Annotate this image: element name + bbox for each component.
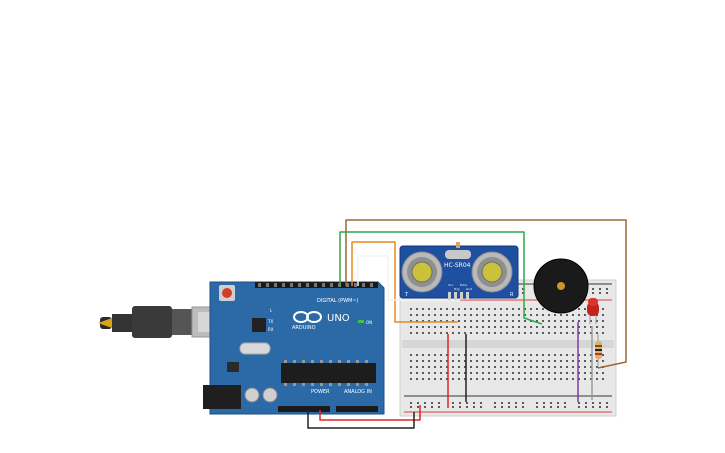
power-jack[interactable] [203,385,241,409]
arduino-logo-icon [293,311,322,323]
power-header[interactable] [278,406,330,412]
capacitor-2 [262,387,278,403]
brown-wire[interactable] [345,219,627,369]
capacitor-1 [244,387,260,403]
transducer-right [471,251,513,293]
usb-chip [252,318,266,332]
rx-label: RX [268,327,274,332]
on-led [358,320,364,323]
resistor[interactable] [595,334,602,366]
orange-wire[interactable] [351,241,458,323]
center-channel [402,340,614,348]
tx-label: TX [267,319,273,324]
atmega-chip [281,363,376,383]
pin-gnd-label: Gnd [466,287,472,291]
voltage-regulator [227,362,239,372]
power-label: POWER [311,389,330,395]
analog-label: ANALOG IN [344,389,372,395]
digital-label: DIGITAL (PWM~) [317,298,359,304]
red-power-wire[interactable] [319,405,421,421]
analog-header[interactable] [336,406,378,412]
sensor-pins[interactable] [448,292,469,300]
red-led[interactable] [587,298,599,324]
logo-text: ARDUINO [292,325,316,331]
black-ground-wire[interactable] [307,410,415,429]
on-label: ON [366,320,372,325]
transducer-left [401,251,443,293]
pin-echo-label: Echo [460,283,467,287]
l-led-label: L [270,308,273,313]
sensor-crystal [445,250,471,259]
reset-button[interactable] [222,288,232,298]
pin-vcc-label: Vcc [448,283,454,287]
hc-sr04-sensor[interactable]: HC-SR04 T R Vcc Trig Echo Gnd [399,242,519,300]
transmitter-label: T [404,292,409,298]
crystal [239,342,271,355]
piezo-buzzer[interactable] [533,258,589,314]
arduino-uno-board[interactable]: DIGITAL (PWM~) UNO ARDUINO L TX RX ON [203,281,385,415]
crystal-pin [456,242,460,248]
sensor-model-label: HC-SR04 [444,262,471,269]
pin-trig-label: Trig [453,287,459,291]
model-label: UNO [327,313,350,324]
receiver-label: R [510,292,514,298]
green-wire[interactable] [339,231,543,325]
white-wire[interactable] [357,255,460,301]
